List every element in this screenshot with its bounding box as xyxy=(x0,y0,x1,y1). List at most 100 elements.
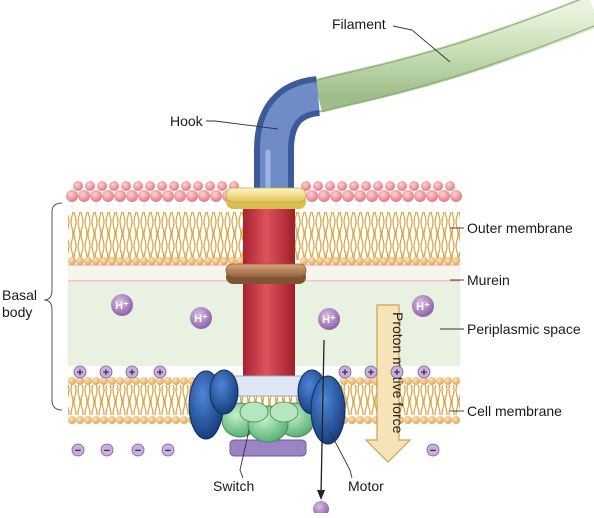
lipid-head xyxy=(140,377,148,385)
lipid-head xyxy=(126,190,138,202)
svg-text:H⁺: H⁺ xyxy=(194,313,208,325)
lipid-head xyxy=(364,257,372,265)
outer-membrane-label: Outer membrane xyxy=(467,220,573,236)
lipid-head xyxy=(354,190,366,202)
lipid-head xyxy=(132,377,140,385)
basal-body-label: Basal body xyxy=(2,287,37,321)
lipid-head xyxy=(444,257,452,265)
lipid-head xyxy=(348,377,356,385)
lipid-head xyxy=(148,257,156,265)
lipid-head xyxy=(404,377,412,385)
lipid-head xyxy=(306,190,318,202)
lipid-head xyxy=(212,257,220,265)
lipid-head xyxy=(124,257,132,265)
switch-label: Switch xyxy=(213,478,255,494)
lipid-head xyxy=(444,416,452,424)
lipid-head xyxy=(196,257,204,265)
lipid-head xyxy=(172,377,180,385)
lipid-head xyxy=(97,181,107,191)
positive-charge-icon xyxy=(417,365,431,379)
positive-charge-icon xyxy=(99,365,113,379)
lipid-head xyxy=(348,416,356,424)
lipid-head xyxy=(162,190,174,202)
basal-body-bracket xyxy=(43,202,63,411)
negative-charge-icon xyxy=(131,443,145,457)
lipid-head xyxy=(340,377,348,385)
lipid-head xyxy=(85,181,95,191)
basal-body-label-line2: body xyxy=(2,304,33,320)
lipid-head xyxy=(356,257,364,265)
negative-charge-sign: − xyxy=(430,445,436,457)
proton-path-line xyxy=(320,339,325,496)
lipid-head xyxy=(109,181,119,191)
positive-charge-sign: + xyxy=(77,367,83,379)
lipid-head xyxy=(157,181,167,191)
lipid-head xyxy=(316,257,324,265)
lipid-head xyxy=(372,257,380,265)
switch-complex xyxy=(221,401,315,443)
lipid-head xyxy=(186,190,198,202)
lipid-head xyxy=(132,416,140,424)
lipid-head xyxy=(452,416,460,424)
lipid-head xyxy=(181,181,191,191)
cell-membrane-label: Cell membrane xyxy=(467,403,562,419)
lipid-head xyxy=(361,181,371,191)
proton-path-arrowhead xyxy=(317,490,325,500)
lipid-head xyxy=(92,257,100,265)
lipid-head xyxy=(116,377,124,385)
lipid-head xyxy=(313,181,323,191)
lipid-head xyxy=(193,181,203,191)
lipid-head xyxy=(426,190,438,202)
lipid-head xyxy=(169,181,179,191)
lipid-head xyxy=(356,416,364,424)
lipid-head xyxy=(148,416,156,424)
lipid-head xyxy=(364,416,372,424)
lipid-head xyxy=(133,181,143,191)
lipid-head xyxy=(108,416,116,424)
leader-lines xyxy=(206,25,464,479)
lipid-head xyxy=(412,377,420,385)
lipid-head xyxy=(236,257,244,265)
lipid-head xyxy=(140,416,148,424)
lipid-head xyxy=(308,257,316,265)
negative-charge-icon xyxy=(100,443,114,457)
lipid-head xyxy=(76,257,84,265)
lipid-head xyxy=(180,416,188,424)
lipid-head xyxy=(325,181,335,191)
lipid-head xyxy=(385,181,395,191)
lipid-head xyxy=(102,190,114,202)
lipid-head xyxy=(436,377,444,385)
lipid-head xyxy=(68,416,76,424)
lipid-head xyxy=(198,190,210,202)
lipid-head xyxy=(332,257,340,265)
lipid-head xyxy=(138,190,150,202)
positive-charge-sign: + xyxy=(157,367,163,379)
lipid-head xyxy=(172,257,180,265)
svg-text:H⁺: H⁺ xyxy=(322,314,336,326)
lipid-head xyxy=(412,416,420,424)
lipid-head xyxy=(452,257,460,265)
lipid-head xyxy=(337,181,347,191)
lipid-head xyxy=(78,190,90,202)
lipid-head xyxy=(436,416,444,424)
positive-charge-icon xyxy=(364,365,378,379)
lipid-head xyxy=(330,190,342,202)
lipid-head xyxy=(390,190,402,202)
positive-charge-icon xyxy=(73,365,87,379)
lipid-head xyxy=(92,416,100,424)
lipid-head xyxy=(409,181,419,191)
lipid-head xyxy=(396,257,404,265)
l-ring xyxy=(225,187,307,209)
lipid-head xyxy=(156,377,164,385)
lipid-head xyxy=(373,181,383,191)
hook-label: Hook xyxy=(170,113,203,129)
lipid-head xyxy=(348,257,356,265)
lipid-head xyxy=(68,377,76,385)
lipid-head xyxy=(378,190,390,202)
motor-proteins xyxy=(188,369,346,445)
lipid-head xyxy=(116,257,124,265)
positive-charge-sign: + xyxy=(342,367,348,379)
lipid-head xyxy=(172,416,180,424)
positive-charge-icon xyxy=(390,365,404,379)
